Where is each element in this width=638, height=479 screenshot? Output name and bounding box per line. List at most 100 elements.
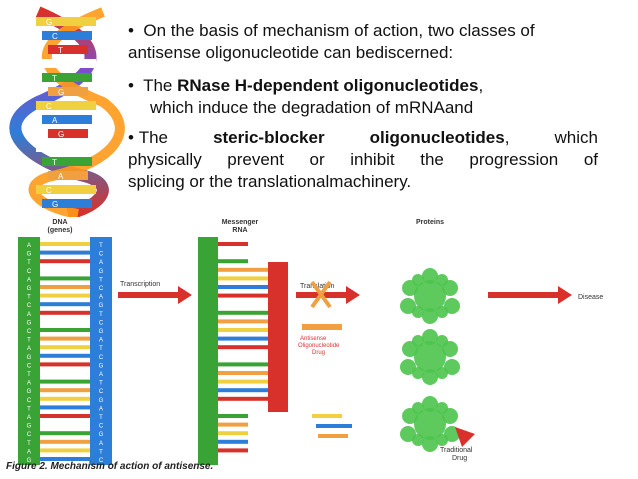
helix-rung [42,115,92,124]
dna-left-letter: A [27,346,31,352]
bullet-1-line-1: On the basis of mechanism of action, two… [143,21,535,40]
mrna-base [218,250,248,255]
bullet-1-line-2: antisense oligonucleotide can bediscerne… [128,43,454,62]
dna-right-letter: C [99,424,104,430]
mrna-base [218,310,268,315]
bullet-marker: • [128,21,134,40]
dna-base-pair [40,345,90,350]
bullet-marker: • [128,128,134,147]
helix-rung [48,87,88,96]
bullet-1: • On the basis of mechanism of action, t… [128,20,598,64]
figure-caption: Figure 2. Mechanism of action of antisen… [6,461,214,472]
mrna-base [218,319,268,324]
mrna-base [218,293,268,298]
dna-right-letter: T [99,415,103,421]
helix-base-letter: A [46,60,52,69]
dna-base-pair [40,405,90,410]
dna-left-letter: C [27,398,32,404]
mrna-strand [268,262,288,412]
dna-left-letter: T [27,295,31,301]
traditional-drug-label-1: Traditional [440,447,473,454]
mrna-base [218,439,248,444]
disease-label: Disease [578,294,603,301]
dna-right-letter: A [99,441,103,447]
dna-right-letter: C [99,286,104,292]
transcription-arrow [118,286,192,304]
helix-base-letter: A [52,116,58,125]
mrna-base [218,362,268,367]
protein-cluster [400,396,460,452]
mrna-base [218,396,268,401]
helix-rung [48,171,88,180]
dna-right-letter: A [99,295,103,301]
dna-right-letter: T [99,312,103,318]
mrna-base [218,285,268,289]
dna-base-pair [40,293,90,298]
dna-right-letter: G [99,432,104,438]
mrna-base [218,379,268,384]
bullet-2-prefix: The [143,76,173,95]
dna-right-letter: T [99,449,103,455]
mrna-base [218,457,248,461]
dna-base-pair [40,267,90,272]
bullet-2: • The RNase H-dependent oligonucleotides… [128,75,598,119]
dna-base-pair [40,422,90,427]
helix-base-letter: G [52,200,58,209]
dna-base-pair [40,396,90,401]
dna-base-pair [40,276,90,281]
bullet-3-word-1: The [138,128,168,147]
helix-base-letter: C [46,102,52,111]
dna-left-letter: A [27,277,31,283]
dna-left-letter: T [27,338,31,344]
disease-arrow [488,286,572,304]
mrna-base [218,242,248,246]
helix-base-letter: G [46,18,52,27]
dna-left-letter: G [27,286,32,292]
dna-strand-left [18,237,40,465]
antisense-drug-label-3: Drug [312,350,325,356]
dna-base-pair [40,448,90,453]
traditional-drug-label-2: Drug [452,455,467,462]
dna-base-pair [40,379,90,384]
dna-right-letter: A [99,260,103,266]
bullet-2-line-2: which induce the degradation of mRNAand [150,98,474,117]
block-x-mark [310,280,332,309]
dna-base-pair [40,250,90,255]
dna-base-pair [40,328,90,332]
helix-base-letter: G [58,88,64,97]
dna-base-pair [40,431,90,436]
dna-right-letter: C [99,389,104,395]
dna-left-letter: C [27,303,32,309]
traditional-drug-icon [455,427,475,447]
dna-base-pair [40,414,90,418]
dna-left-letter: C [27,269,32,275]
dna-base-pair [40,242,90,246]
dna-base-pair [40,371,90,375]
dna-left-letter: C [27,363,32,369]
helix-base-letter: C [46,144,52,153]
helix-rung [48,45,88,54]
mrna-base [218,405,268,410]
mrna-base [218,345,268,350]
mrna-base [218,422,248,427]
helix-rung [42,73,92,82]
dna-right-letter: C [99,252,104,258]
dna-left-letter: G [27,424,32,430]
helix-rung [36,17,96,26]
protein-cluster [400,329,460,385]
mrna-base [218,353,268,358]
dna-right-letter: T [99,346,103,352]
helix-rung [36,185,96,194]
helix-rung [42,157,92,166]
mrna-template-strand [198,237,218,465]
antisense-drug-label-2: Oligonucleotide [298,343,340,349]
oligonucleotide-fragments [312,414,352,438]
dna-left-letter: T [27,441,31,447]
genes-label: (genes) [48,227,73,234]
dna-right-letter: A [99,406,103,412]
dna-left-letter: A [27,381,31,387]
mrna-base [218,336,268,341]
mrna-base [218,276,268,281]
antisense-drug-bar [302,324,342,330]
